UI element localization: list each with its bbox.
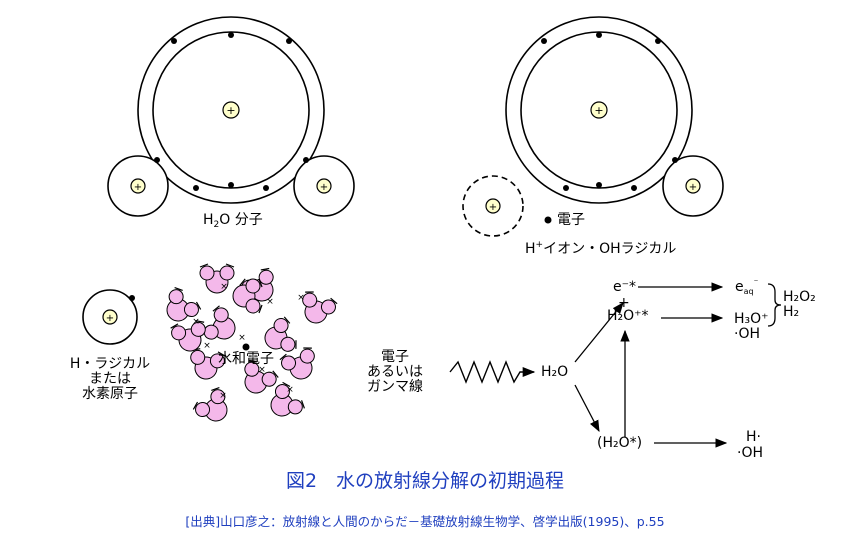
hydrated-electron-dot (242, 343, 250, 351)
hydrogen-radical-product: H· (746, 429, 761, 445)
figure-source: [出典]山口彦之：放射線と人間のからだ－基礎放射線生物学、啓学出版(1995)、… (185, 514, 665, 529)
hydrogen-radical: + (82, 289, 138, 345)
ion-outer-shell (505, 16, 693, 204)
diagram-graphics: + + + + + + (82, 16, 782, 448)
radiation-label: 電子あるいはガンマ線 (367, 349, 423, 395)
excited-ion: H₂O⁺* (607, 308, 649, 324)
figure-title: 図2 水の放射線分解の初期過程 (285, 470, 565, 492)
cluster-water-molecule (170, 320, 206, 352)
svg-text:+: + (689, 182, 697, 193)
arrow-to-excited (574, 384, 600, 433)
cluster-water-molecule (190, 348, 226, 380)
products-brace (767, 283, 782, 327)
water-node: H₂O (541, 364, 569, 380)
ion-radical-label: H+イオン・OHラジカル (525, 240, 677, 257)
hydrated-electron-label: 水和電子 (218, 351, 274, 367)
hydrogen-gas: H₂ (783, 304, 800, 320)
radiation-wave (449, 360, 536, 384)
hydroxyl-product-1: ·OH (734, 326, 760, 342)
cluster-water-molecule (302, 291, 338, 324)
svg-text:+: + (226, 104, 235, 117)
hydrogen-left-nucleus (130, 178, 146, 194)
cluster-charge-mark: × (220, 282, 228, 292)
hydrated-electron-product: eaq⁻ (735, 278, 759, 296)
ionized-molecule-electrons (541, 32, 678, 191)
plus-sign: + (618, 295, 630, 311)
cluster-water-molecule (192, 387, 228, 422)
cluster-charge-mark: × (203, 341, 211, 351)
cluster-charge-mark: × (297, 293, 305, 303)
water-molecule-electrons (154, 32, 309, 191)
svg-text:+: + (594, 104, 603, 117)
ionized-molecule (462, 16, 724, 237)
svg-text:+: + (134, 182, 142, 193)
arrow-to-ionized (574, 302, 624, 363)
svg-text:+: + (106, 313, 114, 324)
cluster-charge-mark: × (219, 391, 227, 401)
hydrogen-right-nucleus (316, 178, 332, 194)
cluster-charge-mark: × (258, 365, 266, 375)
cluster-water-molecule (199, 263, 235, 294)
excited-water: (H₂O*) (597, 435, 643, 451)
oxygen-outer-shell (137, 16, 325, 204)
hydrated-electron-cluster: × × × × × × × × × (166, 263, 338, 422)
free-electron-dot (544, 216, 552, 224)
cluster-water-molecule (166, 287, 202, 322)
water-molecule-label: H2O 分子 (203, 212, 263, 231)
water-molecule-nuclei: + + + (130, 101, 332, 194)
cluster-charge-mark: × (238, 333, 246, 343)
excited-electron: e⁻* (613, 279, 637, 295)
svg-text:+: + (320, 182, 328, 193)
cluster-water-molecule (264, 316, 297, 352)
hydrogen-radical-label: H・ラジカルまたは水素原子 (69, 356, 151, 402)
svg-text:+: + (489, 202, 497, 213)
ionized-molecule-nuclei: + + + (485, 101, 701, 214)
cluster-charge-mark: × (266, 297, 274, 307)
cluster-water-molecule (244, 359, 279, 394)
cluster-water-molecule (270, 381, 305, 417)
oxygen-nucleus (222, 101, 240, 119)
cluster-charge-mark: × (192, 317, 200, 327)
electron-label: 電子 (557, 212, 585, 228)
cluster-charge-mark: × (286, 385, 294, 395)
hydrogen-peroxide: H₂O₂ (783, 289, 816, 305)
cluster-water-molecule (232, 278, 263, 314)
hydroxyl-product-2: ·OH (737, 445, 763, 461)
cluster-water-molecule (279, 347, 315, 380)
hydronium-product: H₃O⁺ (734, 311, 769, 327)
